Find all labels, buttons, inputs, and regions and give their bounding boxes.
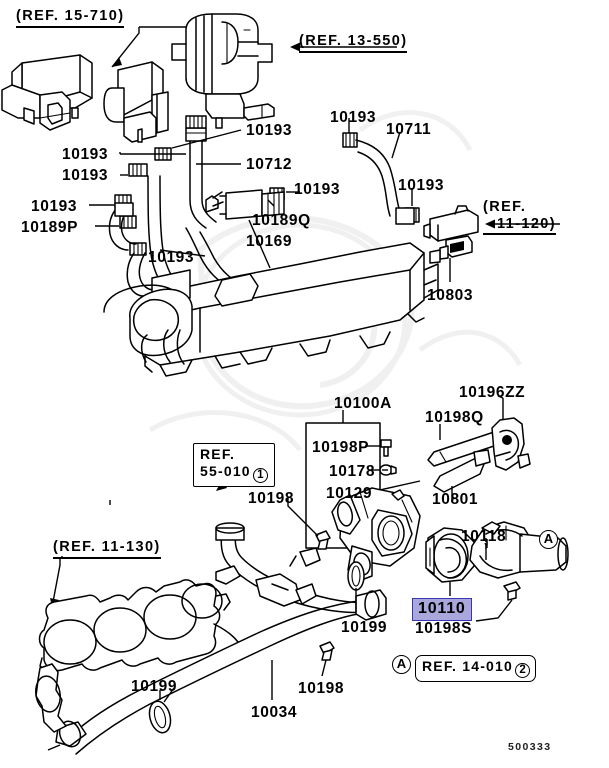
clamp-10193-g <box>342 132 358 148</box>
hose-10712 <box>185 127 217 229</box>
part-label-10118: 10118 <box>461 528 507 545</box>
part-label-10193-f: 10193 <box>294 181 341 198</box>
part-label-10193-h: 10193 <box>398 177 445 194</box>
part-10198-bolt-lower <box>319 641 335 677</box>
pipe-11-120 <box>423 205 479 242</box>
circle-marker-a-right: A <box>539 530 558 549</box>
part-10803 <box>429 235 473 282</box>
clamp-10193-d <box>129 242 147 256</box>
ref-header-13-550: (REF. 13-550) <box>299 33 408 53</box>
part-label-10189Q: 10189Q <box>252 212 311 229</box>
part-label-10801: 10801 <box>432 491 479 508</box>
diagram-footer-code: 500333 <box>508 741 552 753</box>
part-label-10193-d: 10193 <box>148 249 195 266</box>
ref-box-14-010-text: REF. 14-010 <box>422 658 514 674</box>
part-label-10100A: 10100A <box>334 395 392 412</box>
label-leaders <box>47 118 504 751</box>
engine-cylinder-head <box>103 242 439 377</box>
part-label-10193-g: 10193 <box>330 109 377 126</box>
ref-box-14-010-circle: 2 <box>515 663 531 678</box>
part-egr-assembly <box>171 13 275 129</box>
part-10196ZZ <box>491 398 531 471</box>
part-label-10193-c: 10193 <box>31 198 78 215</box>
part-label-10198-b: 10198 <box>298 680 345 697</box>
part-gasket-10199-left <box>148 690 172 734</box>
part-label-10712: 10712 <box>246 156 293 173</box>
ref-header-15-710: (REF. 15-710) <box>16 8 125 28</box>
ref-header-11-130: (REF. 11-130) <box>53 539 161 559</box>
ref-header-11-120-line1: (REF. <box>483 199 527 215</box>
ref-header-11-120: (REF. 11-120) <box>483 199 556 236</box>
hose-10711 <box>355 139 415 225</box>
part-label-10711: 10711 <box>386 121 432 138</box>
part-label-10196ZZ: 10196ZZ <box>459 384 526 401</box>
part-10198-bolt-mid <box>287 498 331 550</box>
part-10801 <box>433 449 491 500</box>
part-label-10034: 10034 <box>251 704 298 721</box>
part-10169 <box>219 189 285 269</box>
part-label-10198: 10198 <box>248 490 295 507</box>
part-label-10189P: 10189P <box>21 219 79 236</box>
circle-marker-a-legend: A <box>392 655 411 674</box>
part-label-10803: 10803 <box>427 287 474 304</box>
ref-box-55-010-circle: 1 <box>252 467 268 483</box>
part-label-10199-b: 10199 <box>131 678 178 695</box>
part-purge-valve <box>103 61 169 143</box>
part-thermostat-10110 <box>425 527 475 596</box>
part-intake-gasket-11-130 <box>35 579 239 733</box>
part-solenoid-left <box>1 54 93 131</box>
clamp-10193-a <box>185 115 207 129</box>
part-label-10129: 10129 <box>326 485 373 502</box>
part-label-10198S: 10198S <box>415 620 473 637</box>
part-label-10193-a: 10193 <box>62 146 109 163</box>
ref-box-55-010-line2: 55-010 <box>200 462 251 479</box>
part-label-10199-a: 10199 <box>341 619 388 636</box>
part-label-10178: 10178 <box>329 463 376 480</box>
part-gasket-10199-right <box>347 561 365 612</box>
ref-header-11-120-line2: 11-120) <box>497 215 556 232</box>
part-10198P-screw <box>365 439 392 457</box>
part-label-10198P: 10198P <box>312 439 370 456</box>
part-label-10193-e: 10193 <box>246 122 293 139</box>
part-throttle-body <box>331 487 421 583</box>
part-label-10169: 10169 <box>246 233 293 250</box>
part-label-10198Q: 10198Q <box>425 409 484 426</box>
ref-box-55-010-line1: REF. <box>200 446 236 462</box>
highlighted-part-label-10110[interactable]: 10110 <box>412 598 472 622</box>
part-label-10193-b: 10193 <box>62 167 109 184</box>
part-water-pipe-10034 <box>55 522 387 755</box>
clamp-10193-b <box>128 163 148 177</box>
part-10198S-bolt <box>475 581 521 622</box>
